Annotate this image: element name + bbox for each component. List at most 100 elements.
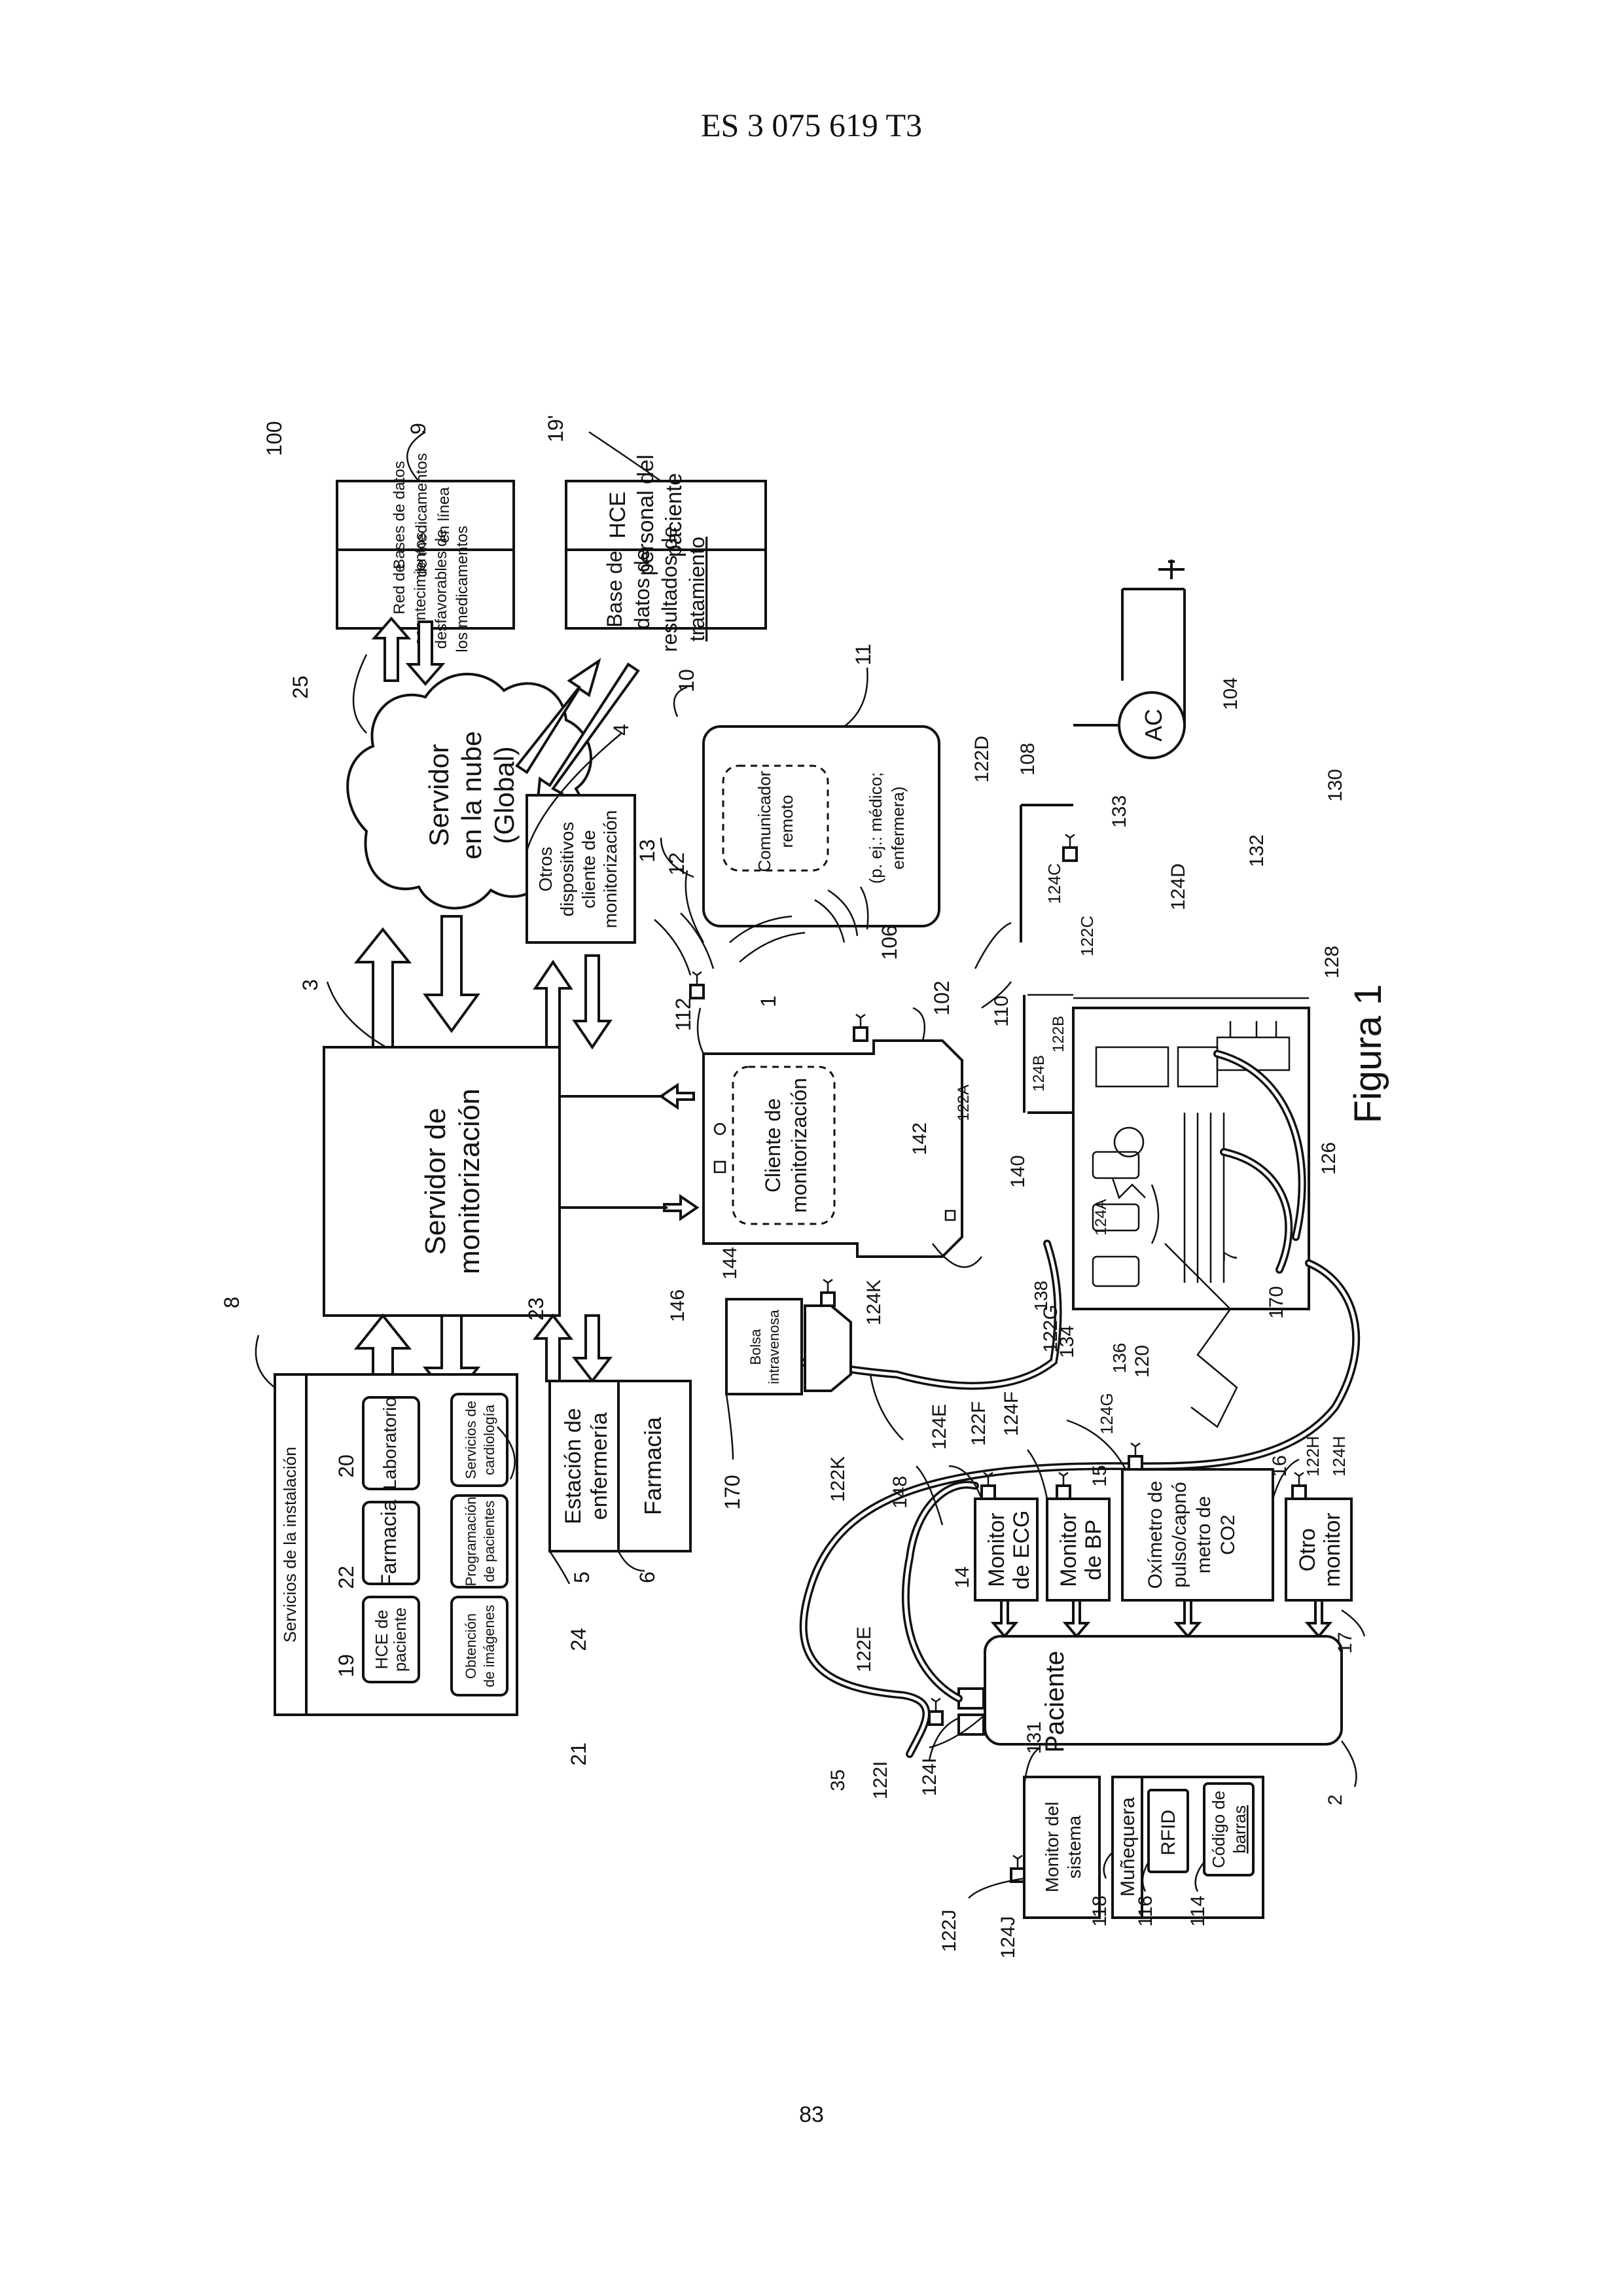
ref-146: 146	[667, 1289, 688, 1322]
ref-19p: 19'	[544, 415, 567, 442]
ref-16: 16	[1269, 1455, 1291, 1477]
monitor-sistema-line-1: Monitor del	[1042, 1802, 1062, 1893]
ref-108: 108	[1017, 743, 1039, 776]
red-acontecimientos-line-3: desfavorables de	[433, 529, 450, 649]
hce-personal-line-1: HCE	[605, 492, 630, 539]
ref-13: 13	[635, 839, 659, 863]
codigo-line-1: Código de	[1209, 1791, 1228, 1869]
ref-124E: 124E	[929, 1404, 950, 1450]
ref-132: 132	[1246, 834, 1268, 867]
farmacia-label: Farmacia	[639, 1416, 666, 1515]
bolsa-line-1: Bolsa	[747, 1329, 764, 1365]
ref-7: 7	[1220, 1251, 1241, 1263]
ref-114: 114	[1187, 1895, 1209, 1927]
ref-122E: 122E	[853, 1626, 875, 1672]
ref-15: 15	[1089, 1465, 1111, 1486]
scheduling-service	[452, 1496, 507, 1587]
otros-line-1: Otros	[535, 847, 556, 891]
servidor-monitorizacion-line-1: Servidor de	[419, 1107, 452, 1255]
ref-6: 6	[635, 1571, 659, 1583]
drip-chamber	[805, 1306, 851, 1391]
ref-102: 102	[930, 980, 954, 1015]
base-resultados-line-1: Base de	[603, 550, 626, 627]
ref-22: 22	[334, 1566, 358, 1589]
codigo-line-2: barras	[1230, 1805, 1249, 1854]
farmacia-small-label: Farmacia	[377, 1499, 401, 1587]
rfid-label: RFID	[1158, 1810, 1179, 1856]
ref-104: 104	[1220, 677, 1241, 710]
hce-paciente-line-2: paciente	[390, 1607, 410, 1672]
ref-19: 19	[334, 1654, 358, 1677]
programacion-line-1: Programación	[463, 1497, 479, 1587]
iv-bag	[726, 1299, 802, 1394]
ref-17: 17	[1334, 1632, 1356, 1653]
otro-monitor-line-1: Otro	[1295, 1528, 1320, 1571]
oximetro-line-2: pulso/capnó	[1169, 1482, 1190, 1588]
comunicador-note-line-2: enfermera)	[888, 786, 908, 869]
ref-5: 5	[570, 1571, 594, 1583]
ref-4: 4	[609, 724, 633, 736]
comunicador-note-line-1: (p. ej.: médico;	[866, 772, 885, 884]
comunicador-line-1: Comunicador	[755, 770, 774, 872]
page-number: 83	[0, 2102, 1623, 2128]
servidor-nube-line-3: (Global)	[489, 746, 520, 844]
ref-122J: 122J	[938, 1909, 960, 1952]
monitor-sistema-line-2: sistema	[1064, 1815, 1084, 1878]
ref-122K: 122K	[827, 1456, 849, 1502]
ref-124D: 124D	[1168, 863, 1189, 910]
otros-line-4: monitorización	[600, 810, 620, 929]
cliente-monitorizacion-line-2: monitorización	[787, 1078, 811, 1213]
cardiology-service	[452, 1394, 507, 1486]
ref-25: 25	[289, 675, 312, 699]
munequera-label: Muñequera	[1117, 1797, 1139, 1897]
ref-136: 136	[1109, 1343, 1130, 1374]
cardiologia-line-2: cardiología	[481, 1404, 497, 1475]
obtencion-line-2: de imágenes	[481, 1605, 497, 1687]
ref-131: 131	[1024, 1721, 1045, 1754]
base-resultados-line-2: datos de	[630, 549, 654, 630]
cliente-monitorizacion-line-1: Cliente de	[761, 1098, 785, 1193]
obtencion-line-1: Obtención	[463, 1613, 479, 1679]
ref-124I: 124I	[919, 1758, 940, 1796]
imaging-service	[452, 1597, 507, 1695]
ref-3: 3	[298, 979, 322, 991]
pump-assembly-frame	[1073, 1008, 1309, 1309]
monitor-ecg-line-1: Monitor	[984, 1513, 1009, 1587]
oximetro-line-1: Oxímetro de	[1145, 1480, 1166, 1588]
ref-142: 142	[909, 1122, 931, 1155]
ref-124K: 124K	[863, 1280, 885, 1325]
ref-124H: 124H	[1329, 1436, 1349, 1477]
red-acontecimientos-line-4: los medicamentos	[454, 526, 471, 652]
ref-11: 11	[851, 643, 875, 665]
ref-100: 100	[262, 421, 286, 456]
ref-144: 144	[719, 1247, 741, 1280]
ref-12: 12	[665, 852, 688, 876]
ref-24: 24	[567, 1628, 590, 1651]
base-resultados-line-3: resultados de	[658, 526, 681, 652]
ref-112: 112	[671, 997, 695, 1031]
ac-label: AC	[1140, 709, 1167, 742]
cardiologia-line-1: Servicios de	[463, 1401, 479, 1479]
ref-116: 116	[1135, 1895, 1156, 1927]
ref-128: 128	[1321, 946, 1343, 978]
ref-2: 2	[1325, 1795, 1346, 1806]
ref-122A: 122A	[955, 1085, 972, 1121]
ref-122B: 122B	[1050, 1016, 1067, 1052]
ref-122H: 122H	[1303, 1436, 1323, 1477]
ref-10: 10	[675, 669, 698, 692]
estacion-line-2: enfermería	[587, 1412, 612, 1520]
ref-124J: 124J	[997, 1916, 1019, 1958]
programacion-line-2: de pacientes	[481, 1501, 497, 1583]
bases-datos-line-1: Bases de datos	[391, 461, 408, 569]
ref-122I: 122I	[870, 1761, 891, 1799]
ref-122F: 122F	[968, 1401, 990, 1446]
figure-caption: Figura 1	[1347, 984, 1389, 1124]
ref-106: 106	[878, 925, 901, 960]
ref-124C: 124C	[1044, 863, 1064, 904]
ref-140: 140	[1007, 1155, 1029, 1188]
ref-130: 130	[1325, 769, 1346, 802]
ref-124A: 124A	[1092, 1199, 1110, 1236]
ref-14: 14	[952, 1566, 973, 1588]
estacion-line-1: Estación de	[561, 1408, 586, 1524]
